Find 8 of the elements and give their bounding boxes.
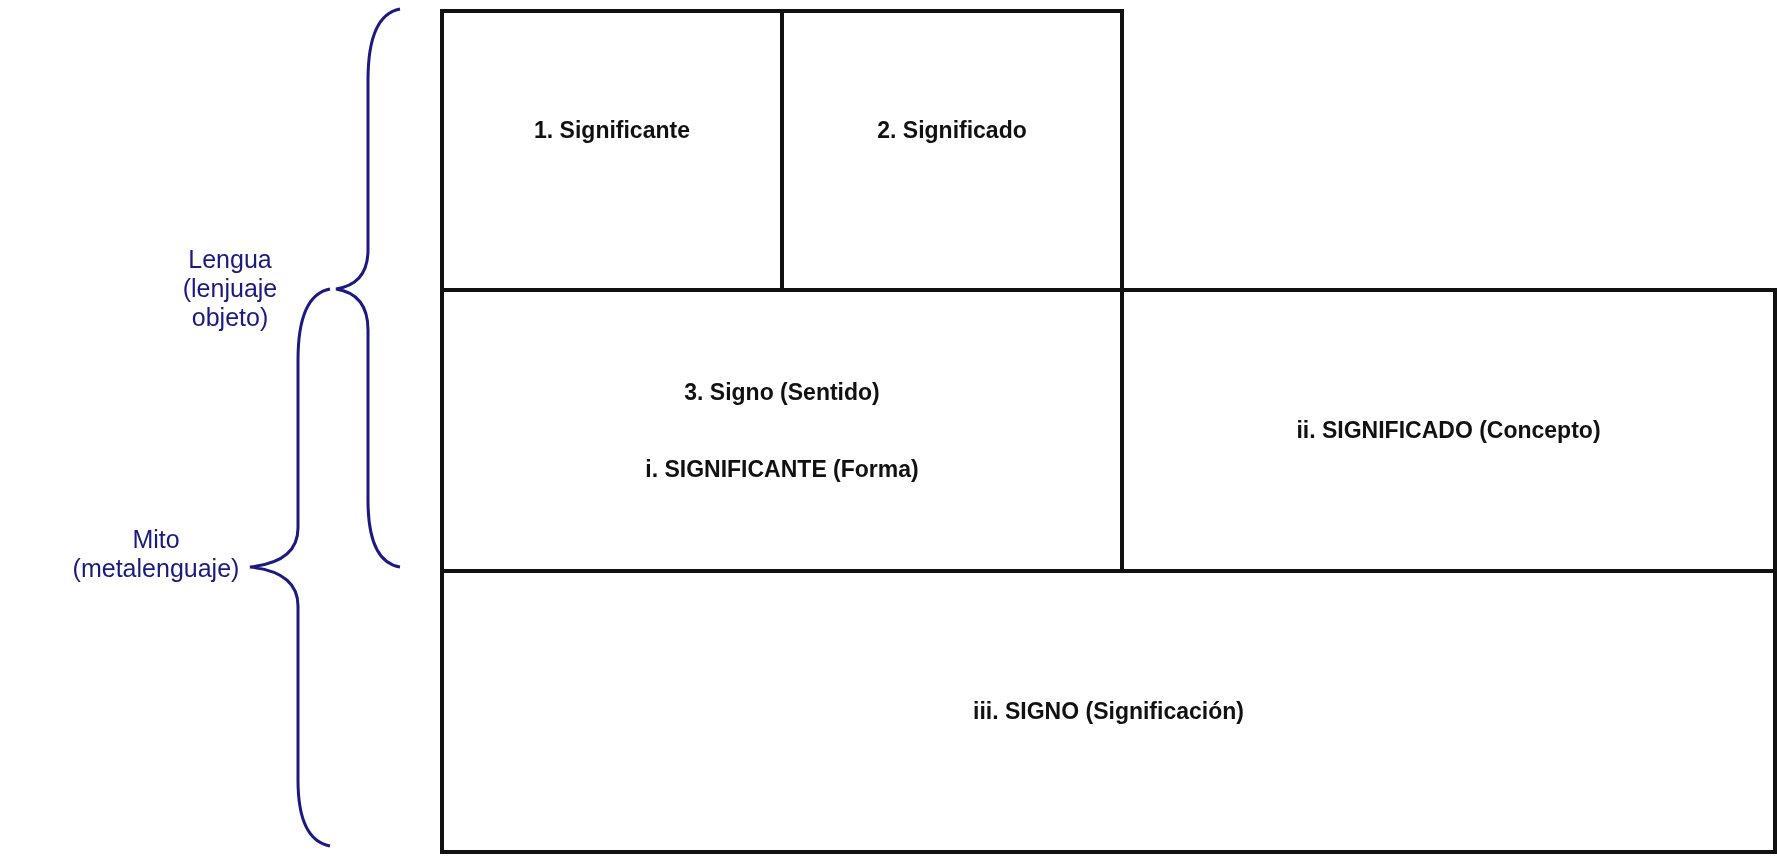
brace-label: Mito (metalenguaje) bbox=[71, 525, 241, 583]
cell-text: iii. SIGNO (Significación) bbox=[973, 698, 1244, 725]
brace-label: Lengua (lenjuaje objeto) bbox=[181, 245, 279, 332]
cell-text: 1. Significante bbox=[534, 117, 690, 144]
cell-text: 3. Signo (Sentido) bbox=[684, 378, 880, 406]
cell-text: ii. SIGNIFICADO (Concepto) bbox=[1296, 417, 1601, 444]
cell-text: i. SIGNIFICANTE (Forma) bbox=[645, 455, 919, 483]
cell-text: 2. Significado bbox=[877, 117, 1027, 144]
